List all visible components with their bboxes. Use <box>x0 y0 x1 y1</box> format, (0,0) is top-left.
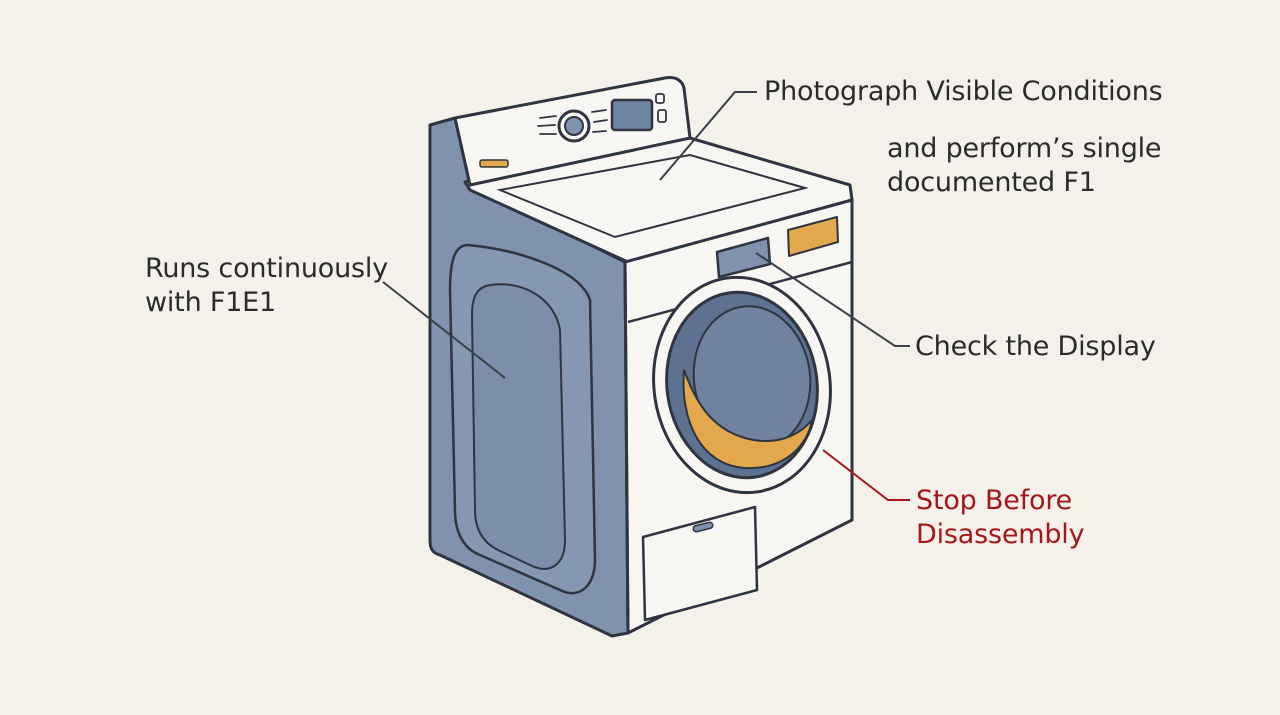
callout-perform-line2: documented F1 <box>887 167 1096 198</box>
callout-photograph: Photograph Visible Conditions <box>764 75 1163 109</box>
front-display <box>715 236 772 279</box>
callout-check-display-text: Check the Display <box>915 331 1156 362</box>
callout-stop: Stop Before Disassembly <box>916 484 1085 552</box>
leader-photograph <box>659 91 757 181</box>
front-orange-panel <box>787 216 839 257</box>
callout-stop-line2: Disassembly <box>916 519 1085 550</box>
callout-stop-line1: Stop Before <box>916 485 1073 516</box>
leader-check-display <box>755 252 910 347</box>
callout-runs: Runs continuously with F1E1 <box>145 252 388 320</box>
callout-runs-line1: Runs continuously <box>145 253 388 284</box>
console-indicator <box>479 159 509 168</box>
leader-runs <box>382 281 506 379</box>
callout-perform: and perform’s single documented F1 <box>887 132 1162 200</box>
callout-photograph-text: Photograph Visible Conditions <box>764 76 1163 107</box>
drum-orange-fill <box>682 369 814 470</box>
console-display <box>610 98 654 132</box>
callout-check-display: Check the Display <box>915 330 1156 364</box>
bottom-drawer <box>641 505 759 622</box>
callout-perform-line1: and perform’s single <box>887 133 1162 164</box>
callout-runs-line2: with F1E1 <box>145 287 277 318</box>
side-panel-oval <box>470 283 567 570</box>
leader-stop <box>822 449 910 501</box>
top-lid-inner <box>496 153 809 239</box>
